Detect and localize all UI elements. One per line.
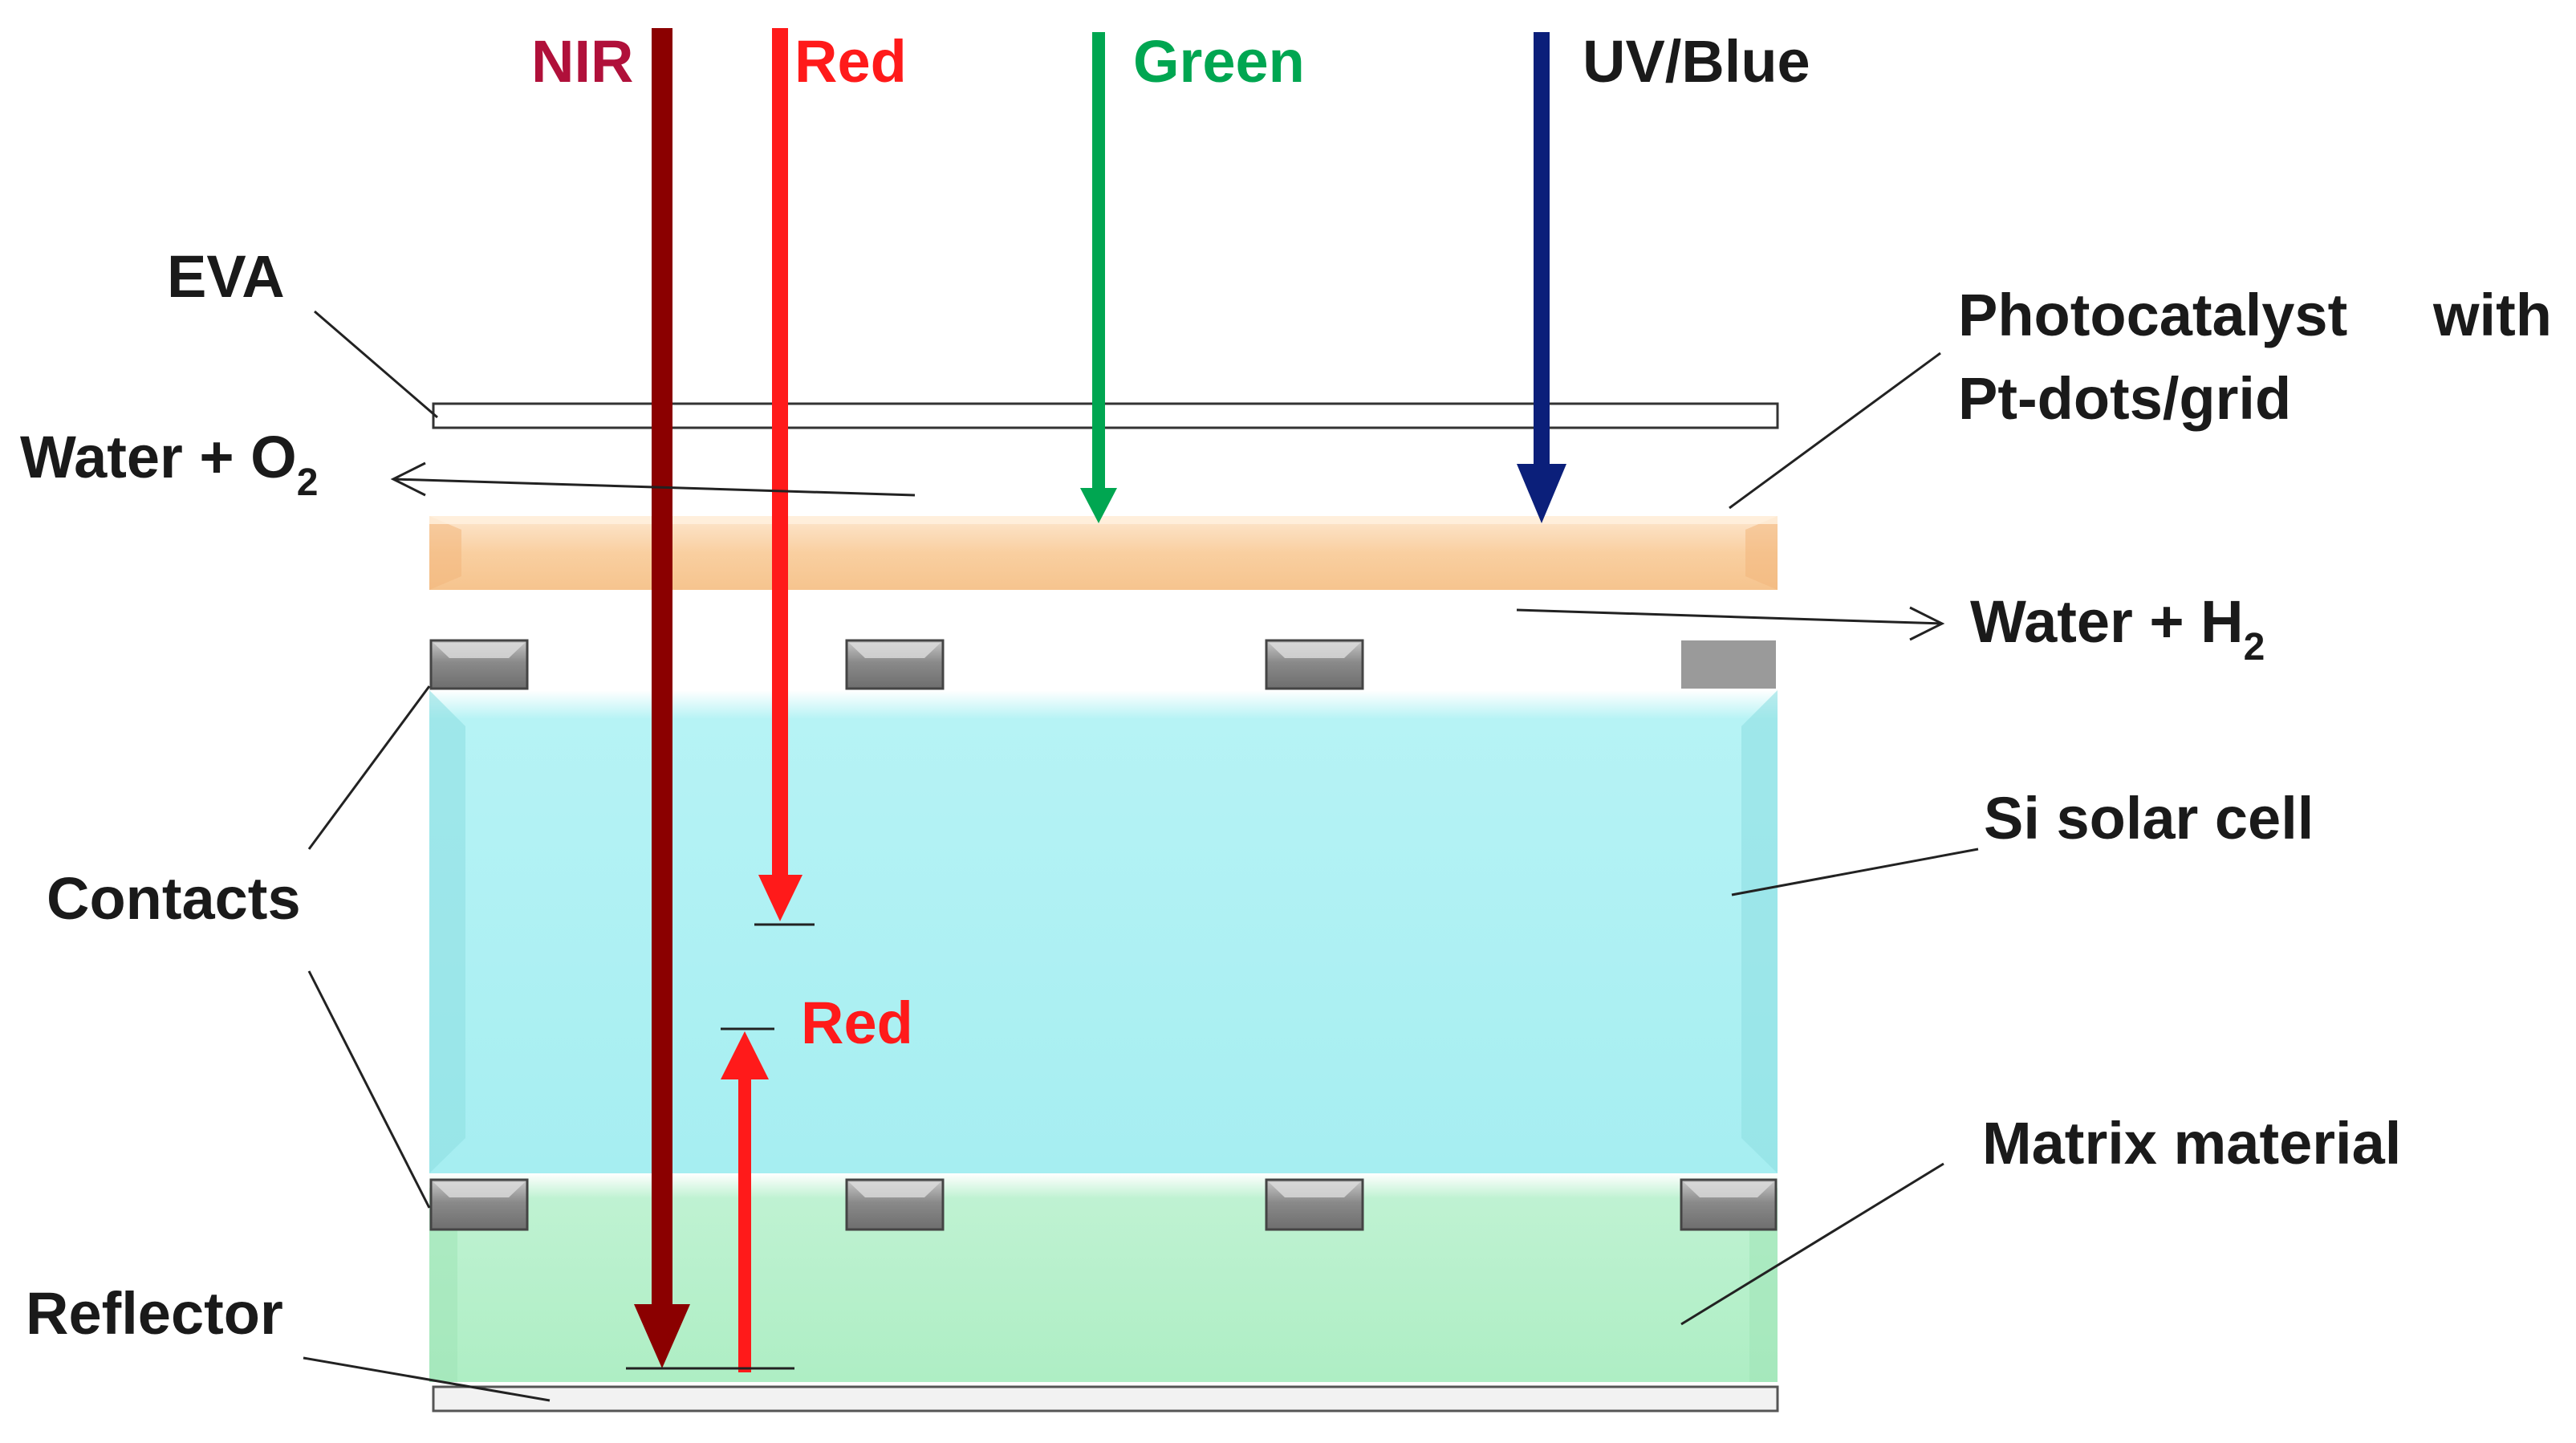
water-h2-text: Water + H: [1970, 588, 2244, 655]
water-h2-arrow: [1516, 606, 1945, 641]
water-o2-text: Water + O: [20, 424, 297, 490]
contacts-leader-bottom: [307, 970, 431, 1209]
water-h2-label: Water + H2: [1970, 588, 2265, 669]
eva-leader: [314, 310, 438, 419]
contact-pad: [1265, 1178, 1364, 1231]
red-label: Red: [794, 28, 907, 95]
top-contacts: [429, 639, 1776, 690]
photocatalyst-pt-label: Pt-dots/grid: [1958, 365, 2291, 432]
uv-blue-label: UV/Blue: [1583, 28, 1810, 95]
photocatalyst-layer: [429, 516, 1778, 590]
water-h2-subscript: 2: [2244, 626, 2265, 669]
contact-pad: [845, 1178, 945, 1231]
photocatalyst-label: Photocatalyst: [1958, 282, 2347, 348]
reflector-layer: [432, 1385, 1779, 1413]
reflector-label: Reflector: [26, 1280, 283, 1347]
nir-label: NIR: [531, 28, 633, 95]
contact-pad: [845, 639, 945, 690]
water-o2-label: Water + O2: [20, 424, 318, 504]
contact-pad: [1680, 1178, 1778, 1231]
reflector-leader: [303, 1356, 551, 1402]
matrix-material-layer: [429, 1173, 1778, 1382]
eva-label: EVA: [167, 243, 285, 310]
red-ray-arrow: [758, 28, 802, 921]
green-label: Green: [1133, 28, 1305, 95]
matrix-material-label: Matrix material: [1982, 1110, 2401, 1177]
contacts-label: Contacts: [47, 865, 301, 932]
reflected-red-ray-arrow: [721, 1031, 769, 1372]
water-o2-subscript: 2: [297, 461, 319, 504]
contact-pad: [1681, 640, 1776, 689]
bottom-contacts: [429, 1178, 1778, 1231]
contact-pad: [1265, 639, 1364, 690]
contact-pad: [429, 639, 529, 690]
contact-pad: [429, 1178, 529, 1231]
si-solar-cell-label: Si solar cell: [1984, 785, 2314, 852]
green-ray-arrow: [1080, 32, 1117, 523]
uv-blue-ray-arrow: [1517, 32, 1566, 523]
photocatalyst-with-label: with: [2432, 282, 2552, 348]
photocatalyst-leader: [1729, 352, 1941, 510]
nir-ray-arrow: [634, 28, 690, 1368]
eva-layer: [432, 402, 1779, 429]
contacts-leader-top: [307, 685, 431, 850]
matrix-material-leader: [1680, 1162, 1944, 1326]
reflected-red-label: Red: [801, 990, 913, 1056]
si-solar-cell-leader: [1731, 848, 1979, 896]
water-o2-arrow: [390, 461, 916, 497]
si-solar-cell-layer: [429, 690, 1778, 1173]
